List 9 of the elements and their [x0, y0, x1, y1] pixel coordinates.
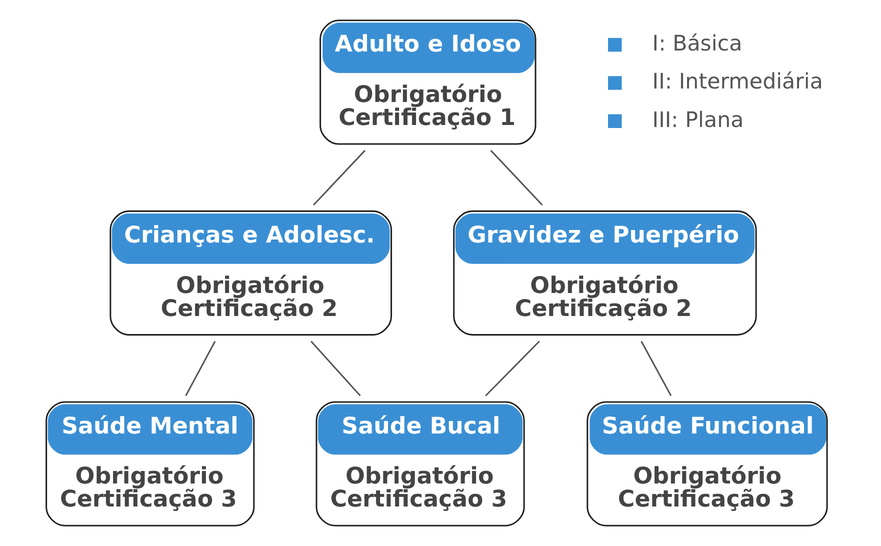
connector	[490, 150, 543, 206]
connector	[640, 340, 672, 396]
label: I: Básica	[652, 31, 742, 56]
connector	[485, 340, 540, 396]
connector	[313, 150, 366, 206]
connector	[310, 340, 361, 396]
label: III: Plana	[652, 108, 744, 133]
connector	[185, 340, 216, 396]
label: II: Intermediária	[652, 70, 823, 95]
